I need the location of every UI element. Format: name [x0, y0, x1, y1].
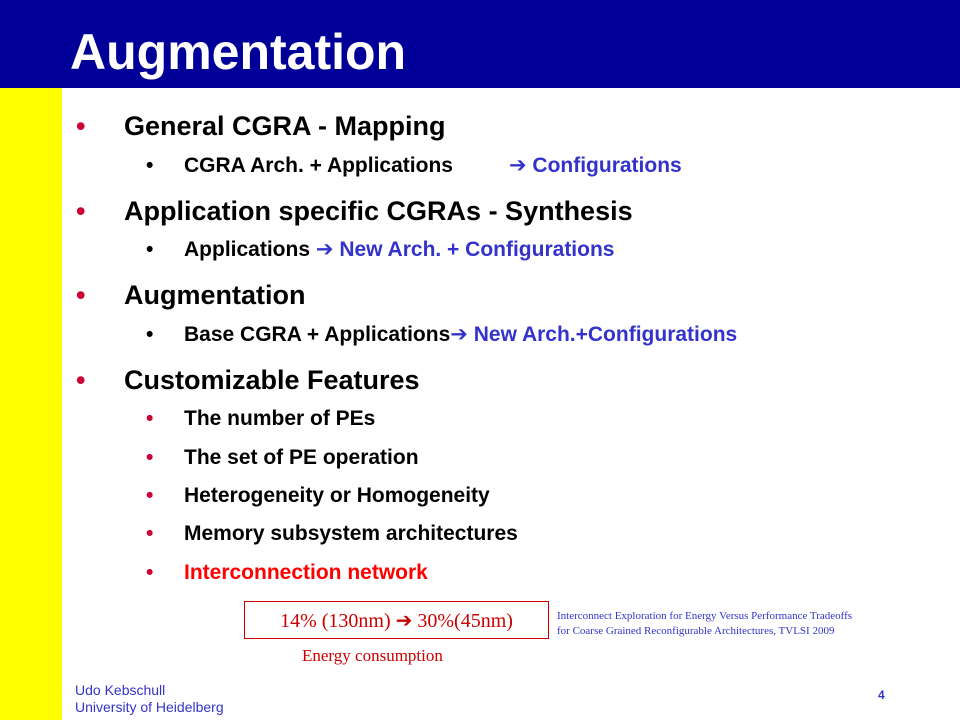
footer-affiliation: University of Heidelberg — [75, 699, 224, 715]
bullet-text: Application specific CGRAs - Synthesis — [124, 196, 633, 226]
sub-bullet-text: CGRA Arch. + Applications — [184, 154, 453, 177]
feature-number-of-pes: • The number of PEs — [146, 405, 376, 433]
feature-memory-subsystem: • Memory subsystem architectures — [146, 520, 518, 548]
footer-author: Udo Kebschull — [75, 682, 166, 698]
bullet-dot: • — [146, 154, 154, 177]
slide-title: Augmentation — [70, 24, 407, 80]
bullet-text: General CGRA - Mapping — [124, 111, 446, 141]
bullet-dot: • — [146, 484, 154, 507]
bullet-dot: • — [146, 561, 154, 584]
energy-comparison-box: 14% (130nm) ➔ 30%(45nm) — [244, 601, 549, 639]
feature-text: The number of PEs — [184, 407, 376, 430]
bullet-dot: • — [76, 280, 86, 310]
bullet-dot: • — [146, 522, 154, 545]
arrow-icon: ➔ — [508, 154, 527, 177]
sub-bullet-highlight: Configurations — [526, 154, 682, 177]
sub-bullet-text: Applications — [184, 238, 316, 261]
sub-bullet-highlight: New Arch.+Configurations — [473, 323, 738, 346]
sub-bullet-highlight: New Arch. + Configurations — [339, 238, 615, 261]
arrow-icon: ➔ — [315, 238, 334, 261]
bullet-general-cgra-mapping: • General CGRA - Mapping — [76, 110, 446, 142]
feature-text: Heterogeneity or Homogeneity — [184, 484, 490, 507]
bullet-dot: • — [146, 407, 154, 430]
bullet-text: Customizable Features — [124, 365, 420, 395]
feature-text: Interconnection network — [184, 561, 428, 584]
reference-line-2: for Coarse Grained Reconfigurable Archit… — [557, 625, 835, 637]
bullet-dot: • — [146, 323, 154, 346]
bullet-dot: • — [76, 196, 86, 226]
arrow-icon: ➔ — [395, 608, 413, 632]
bullet-dot: • — [146, 446, 154, 469]
energy-after: 30%(45nm) — [412, 610, 513, 632]
bullet-dot: • — [76, 365, 86, 395]
footer-author-block: Udo Kebschull University of Heidelberg — [75, 682, 224, 716]
feature-interconnection-network: • Interconnection network — [146, 559, 428, 587]
feature-text: The set of PE operation — [184, 446, 419, 469]
sub-bullet-text: Base CGRA + Applications — [184, 323, 451, 346]
energy-consumption-label: Energy consumption — [302, 646, 443, 665]
title-bar — [0, 0, 960, 88]
yellow-sidebar — [0, 88, 62, 720]
feature-set-of-pe-operation: • The set of PE operation — [146, 444, 419, 472]
feature-heterogeneity: • Heterogeneity or Homogeneity — [146, 482, 490, 510]
bullet-customizable-features: • Customizable Features — [76, 364, 420, 396]
bullet-dot: • — [146, 238, 154, 261]
bullet-augmentation: • Augmentation — [76, 279, 306, 311]
bullet-application-specific-cgras: • Application specific CGRAs - Synthesis — [76, 195, 633, 227]
reference-citation: Interconnect Exploration for Energy Vers… — [557, 609, 852, 639]
sub-bullet-cgra-arch-applications: • CGRA Arch. + Applications ➔ Configurat… — [146, 152, 682, 180]
feature-text: Memory subsystem architectures — [184, 522, 518, 545]
energy-before: 14% (130nm) — [280, 610, 396, 632]
sub-bullet-base-cgra-applications: • Base CGRA + Applications➔ New Arch.+Co… — [146, 321, 738, 349]
reference-line-1: Interconnect Exploration for Energy Vers… — [557, 610, 853, 622]
sub-bullet-applications-new-arch: • Applications ➔ New Arch. + Configurati… — [146, 236, 615, 264]
bullet-text: Augmentation — [124, 280, 306, 310]
arrow-icon: ➔ — [450, 323, 468, 346]
page-number: 4 — [878, 688, 885, 702]
bullet-dot: • — [76, 111, 86, 141]
